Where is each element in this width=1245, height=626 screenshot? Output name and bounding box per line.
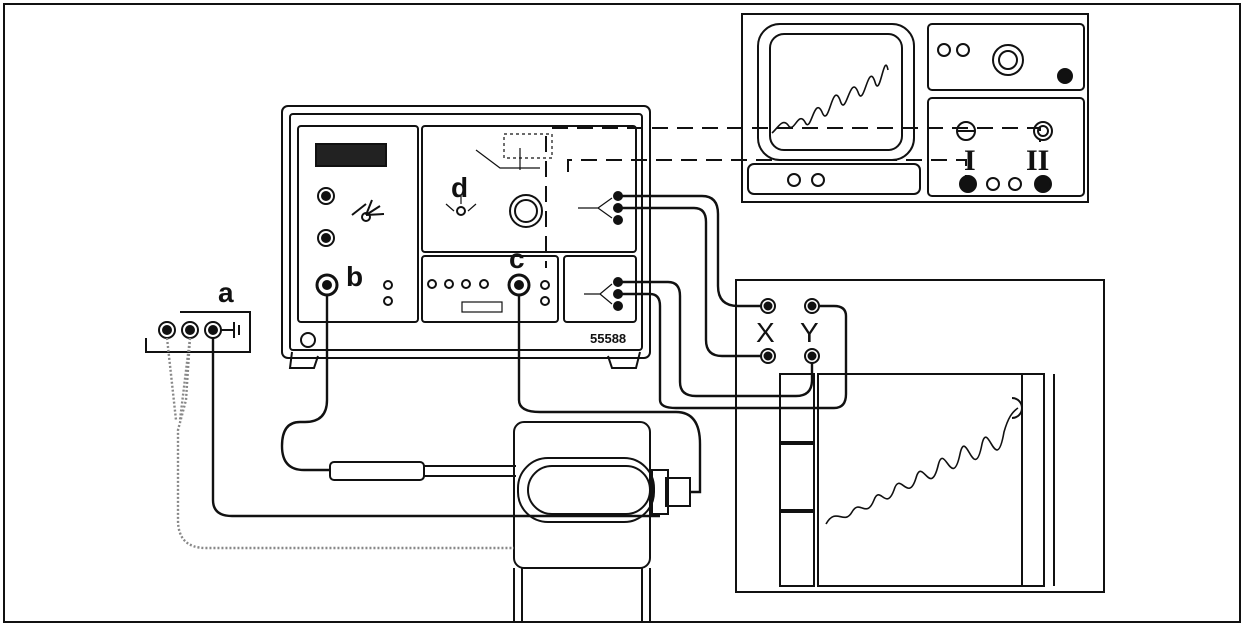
oscilloscope-channel-2-label: II xyxy=(1026,144,1049,177)
sample-holder xyxy=(329,421,691,622)
oscilloscope-trace xyxy=(771,64,889,134)
xy-recorder xyxy=(735,279,1105,593)
oscilloscope xyxy=(741,13,1089,203)
label-a: a xyxy=(218,277,234,308)
device-number: 55588 xyxy=(590,331,626,346)
connecting-cables xyxy=(211,194,848,518)
figure-frame xyxy=(3,3,1241,623)
main-instrument xyxy=(281,105,651,369)
label-d: d xyxy=(451,172,468,203)
recorder-y-label: Y xyxy=(800,317,819,348)
label-b: b xyxy=(346,261,363,292)
label-c: c xyxy=(509,243,525,274)
oscilloscope-channel-1-label: I xyxy=(964,144,976,177)
recorder-x-label: X xyxy=(756,317,775,348)
power-supply xyxy=(145,311,251,353)
dashed-signal-lines xyxy=(545,127,1041,268)
ground-wire xyxy=(165,337,514,550)
recorder-trace xyxy=(825,407,1019,525)
